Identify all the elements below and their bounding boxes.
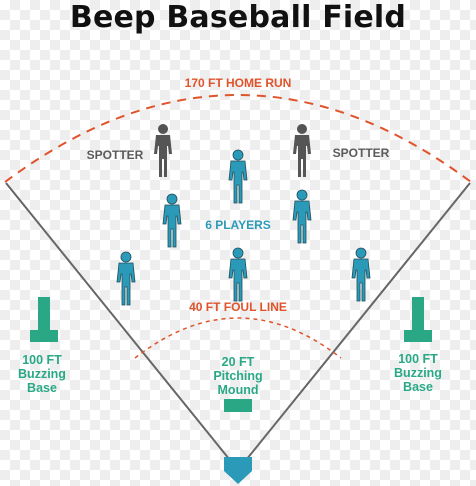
foul-line-arc <box>134 317 342 359</box>
spotter-icon <box>154 124 172 177</box>
spotter-icon <box>293 124 311 177</box>
player-icon <box>162 193 182 248</box>
base-right-line-3: Base <box>403 380 433 394</box>
player-icon <box>228 247 248 302</box>
buzzing-base-icon <box>404 297 432 342</box>
players-label: 6 PLAYERS <box>205 218 271 232</box>
spotter-label-right: SPOTTER <box>332 146 390 160</box>
buzzing-base-label-left: 100 FT Buzzing Base <box>4 353 80 395</box>
player-icon <box>292 189 312 244</box>
left-foul-line <box>5 182 239 471</box>
mound-line-1: 20 FT <box>221 355 255 369</box>
base-right-line-2: Buzzing <box>394 366 442 380</box>
base-left-line-3: Base <box>27 381 57 395</box>
buzzing-base-icon <box>30 297 58 342</box>
home-run-label: 170 FT HOME RUN <box>184 76 292 90</box>
foul-line-label: 40 FT FOUL LINE <box>189 300 287 314</box>
player-icon <box>228 149 248 204</box>
player-icon <box>351 247 371 302</box>
mound-line-2: Pitching <box>213 369 263 383</box>
base-right-line-1: 100 FT <box>398 352 438 366</box>
page-title: Beep Baseball Field <box>69 0 407 35</box>
buzzing-base-label-right: 100 FT Buzzing Base <box>380 352 456 394</box>
home-plate-icon <box>224 457 252 484</box>
base-left-line-1: 100 FT <box>22 353 62 367</box>
player-icon <box>116 251 136 306</box>
pitching-mound-icon <box>224 399 252 412</box>
base-left-line-2: Buzzing <box>18 367 66 381</box>
spotter-label-left: SPOTTER <box>86 148 144 162</box>
pitching-mound-label: 20 FT Pitching Mound <box>198 355 278 397</box>
mound-line-3: Mound <box>217 383 259 397</box>
right-foul-line <box>237 182 471 471</box>
